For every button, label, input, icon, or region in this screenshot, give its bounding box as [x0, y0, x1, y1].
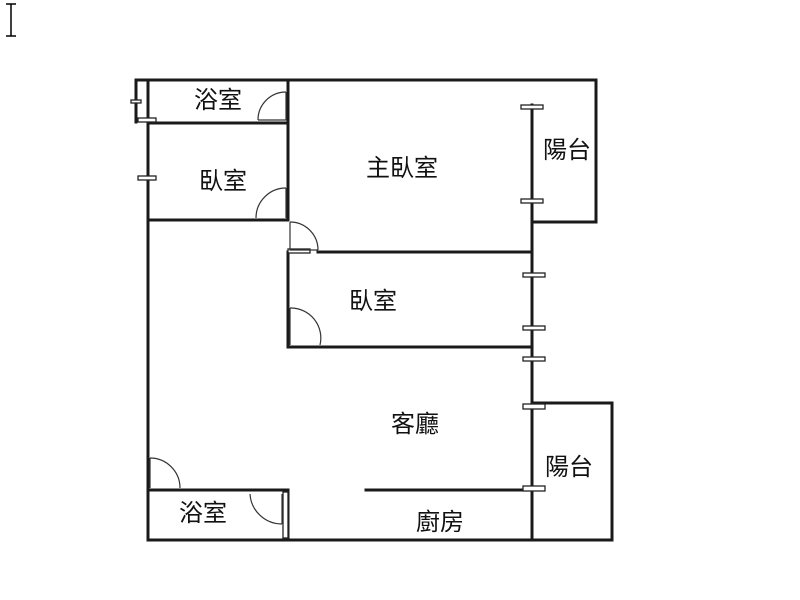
room-labels: 浴室 臥室 主臥室 陽台 臥室 客廳 陽台 浴室 廚房	[179, 86, 593, 536]
room-label-balcony-top: 陽台	[543, 136, 591, 164]
room-label-balcony-bottom: 陽台	[545, 453, 593, 481]
room-label-bath-top: 浴室	[194, 86, 242, 114]
room-label-bedroom-small: 臥室	[199, 167, 247, 195]
room-label-living-room: 客廳	[391, 410, 439, 438]
room-label-kitchen: 廚房	[416, 508, 464, 536]
door-swings	[149, 91, 322, 525]
text-cursor-icon	[6, 3, 16, 37]
windows	[130, 99, 546, 539]
room-label-bedroom-middle: 臥室	[349, 287, 397, 315]
room-label-master-bedroom: 主臥室	[366, 154, 438, 182]
room-label-bath-bottom: 浴室	[179, 499, 227, 527]
